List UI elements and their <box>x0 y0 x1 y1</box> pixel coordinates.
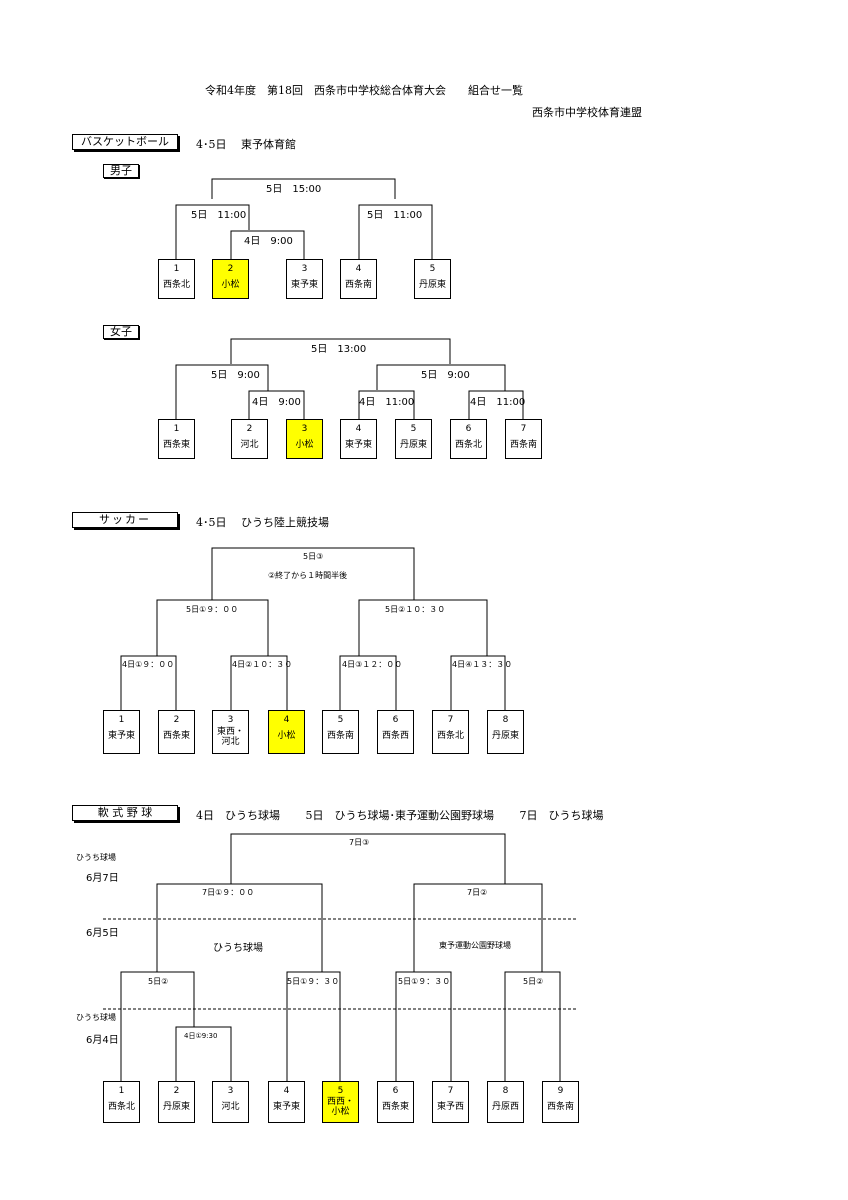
venue-label: ひうち球場 <box>76 853 116 862</box>
round-label: 5日② <box>148 977 169 986</box>
basketball-info: 4･5日 東予体育館 <box>196 138 296 151</box>
bb-boys-semi-left-line <box>175 204 250 259</box>
round-label: 5日 9:00 <box>421 370 470 381</box>
bsb-semi-left-line <box>156 883 323 972</box>
round-label: 5日② <box>523 977 544 986</box>
bsb-semi-right-line <box>413 883 543 972</box>
round-label: 5日 15:00 <box>266 184 322 195</box>
bb-boys-final-line <box>211 178 396 199</box>
round-label: 5日②１０：３０ <box>385 605 446 614</box>
soccer-q3-line <box>339 655 397 710</box>
bb-girls-q1-line <box>248 390 305 419</box>
bb-girls-semi-right-line <box>376 364 506 391</box>
organizer: 西条市中学校体育連盟 <box>532 106 642 119</box>
baseball-label: 軟 式 野 球 <box>72 805 178 821</box>
bb-girls-q2-line <box>358 390 415 419</box>
bb-girls-semi-left-line <box>175 364 269 419</box>
round-label: 7日③ <box>349 838 370 847</box>
soccer-semi-left-line <box>156 599 269 656</box>
round-label: 4日①9:30 <box>184 1032 218 1040</box>
date-label: 6月4日 <box>86 1035 119 1046</box>
round-note: ②終了から１時間半後 <box>268 571 348 580</box>
bsb-q3-line <box>395 971 452 1081</box>
bsb-q2-line <box>286 971 341 1081</box>
page-title: 令和4年度 第18回 西条市中学校総合体育大会 組合せ一覧 <box>205 84 523 97</box>
bsb-q1-line <box>120 971 195 1081</box>
round-label: 5日③ <box>303 552 324 561</box>
round-label: 4日 9:00 <box>252 397 301 408</box>
soccer-final-line <box>211 547 415 600</box>
bb-boys-first-line <box>230 230 305 259</box>
round-label: 4日③１２：００ <box>342 660 403 669</box>
baseball-info: 4日 ひうち球場 5日 ひうち球場･東予運動公園野球場 7日 ひうち球場 <box>196 809 604 822</box>
bsb-final-line <box>230 833 506 884</box>
round-label: 4日 11:00 <box>359 397 415 408</box>
date-label: 6月7日 <box>86 873 119 884</box>
round-label: 5日 13:00 <box>311 344 367 355</box>
soccer-label: サッカー <box>72 512 178 528</box>
round-label: 4日④１３：３０ <box>452 660 513 669</box>
round-label: 5日 9:00 <box>211 370 260 381</box>
round-label: 5日 11:00 <box>191 210 247 221</box>
round-label: 5日①９：００ <box>186 605 239 614</box>
basketball-label: バスケットボール <box>72 134 178 150</box>
soccer-q2-line <box>230 655 288 710</box>
soccer-semi-right-line <box>358 599 488 656</box>
round-label: 5日①９：３０ <box>398 977 451 986</box>
soccer-info: 4･5日 ひうち陸上競技場 <box>196 516 329 529</box>
round-label: 4日 9:00 <box>244 236 293 247</box>
round-label: 7日② <box>467 888 488 897</box>
round-label: 4日②１０：３０ <box>232 660 293 669</box>
bsb-first-line <box>175 1026 232 1081</box>
soccer-q1-line <box>120 655 177 710</box>
round-label: 7日①９：００ <box>202 888 255 897</box>
date-label: 6月5日 <box>86 928 119 939</box>
round-label: 4日 11:00 <box>470 397 526 408</box>
bsb-q4-line <box>504 971 561 1081</box>
round-label: 5日①９：３０ <box>287 977 340 986</box>
venue-label: ひうち球場 <box>213 943 263 954</box>
round-label: 4日①９：００ <box>122 660 175 669</box>
boys-label: 男子 <box>103 164 139 178</box>
girls-label: 女子 <box>103 325 139 339</box>
bb-girls-q3-line <box>468 390 524 419</box>
venue-label: 東予運動公園野球場 <box>439 941 511 950</box>
venue-label: ひうち球場 <box>76 1013 116 1022</box>
bb-girls-final-line <box>230 338 451 364</box>
bb-boys-semi-right-line <box>358 204 433 259</box>
soccer-q4-line <box>450 655 506 710</box>
round-label: 5日 11:00 <box>367 210 423 221</box>
